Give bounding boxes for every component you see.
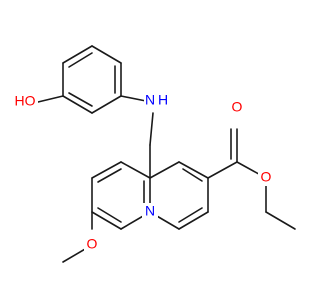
methoxy-oxygen-label: O — [87, 236, 98, 252]
bond — [182, 168, 203, 182]
bond — [91, 211, 122, 230]
carbonyl-oxygen-label: O — [232, 99, 243, 115]
bond — [68, 52, 93, 68]
bond — [62, 45, 93, 64]
quinoline-nitrogen-label: N — [145, 203, 155, 219]
bond — [97, 207, 122, 223]
bond — [120, 95, 147, 102]
bond — [91, 45, 122, 64]
bond — [62, 95, 93, 114]
atom-labels: HO N H N O O O — [12, 92, 274, 252]
bond — [91, 95, 122, 114]
bond — [37, 95, 64, 103]
bond — [178, 161, 209, 179]
bond — [265, 211, 296, 230]
bond — [97, 168, 122, 183]
bond — [207, 161, 238, 179]
amine-hydrogen-label: H — [158, 92, 168, 108]
amine-nitrogen-label: N — [145, 92, 155, 108]
bond — [91, 161, 122, 179]
bond — [178, 207, 203, 223]
hydroxyl-label: HO — [15, 93, 36, 109]
bond — [178, 211, 209, 230]
bond — [149, 112, 154, 146]
bonds — [37, 45, 296, 263]
bond — [120, 161, 151, 179]
bond — [68, 92, 93, 107]
molecule-structure: HO N H N O O O — [12, 45, 296, 263]
ester-oxygen-label: O — [261, 169, 272, 185]
bond — [149, 161, 180, 179]
